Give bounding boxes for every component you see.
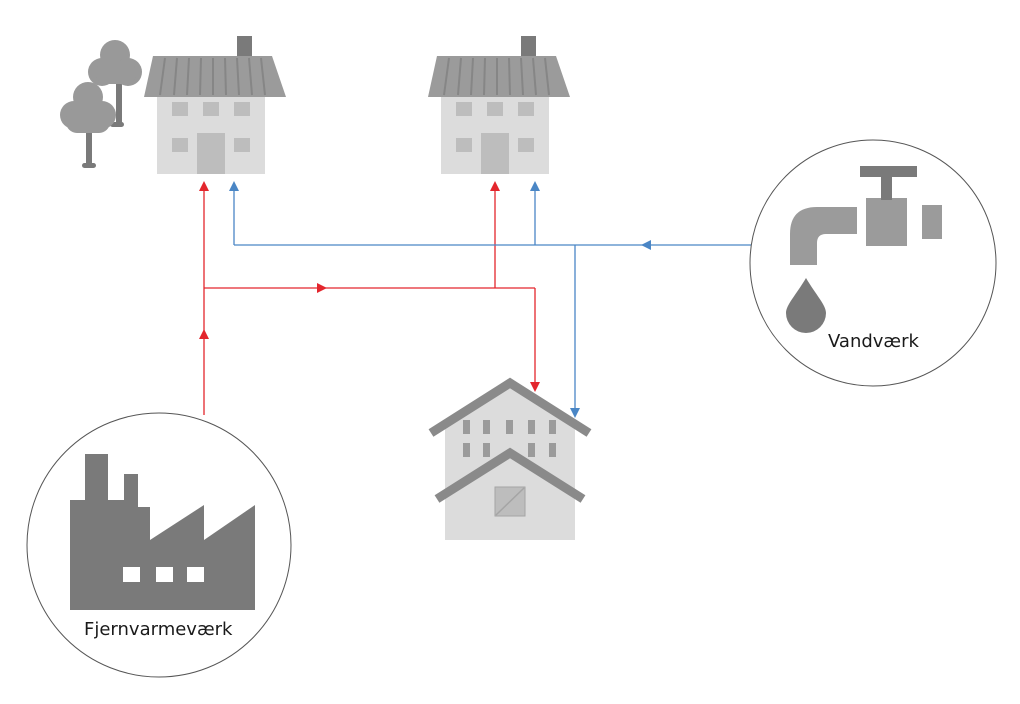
heating-plant-label: Fjernvarmeværk [84, 619, 233, 640]
tap-icon [790, 166, 942, 265]
cold-flow-arrow [229, 181, 651, 418]
house-icon [144, 36, 286, 174]
water-drop-icon [786, 278, 826, 333]
apartment-building-icon [428, 377, 592, 540]
hot-flow-arrow [199, 181, 540, 392]
hot-pipe-network [203, 186, 536, 415]
factory-icon [70, 454, 255, 610]
water-plant [749, 139, 997, 387]
water-plant-label: Vandværk [828, 331, 919, 352]
heating-plant [26, 412, 292, 678]
house-icon [428, 36, 570, 174]
trees-icon [60, 40, 142, 168]
cold-pipe-network [233, 186, 751, 412]
